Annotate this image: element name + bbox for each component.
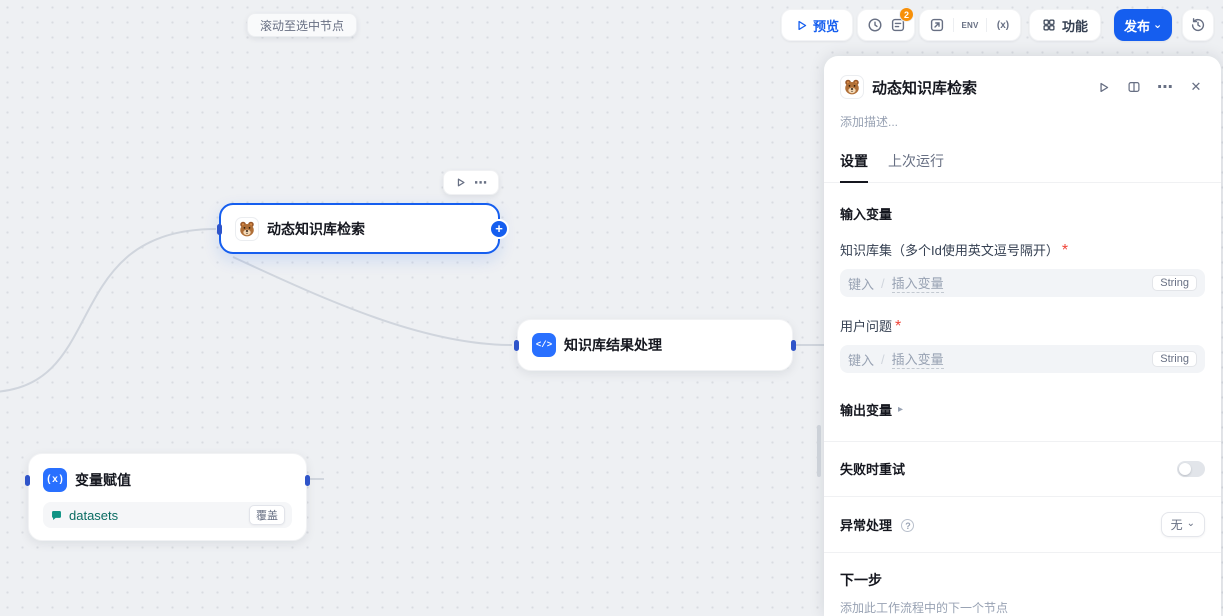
description-placeholder[interactable]: 添加描述...: [840, 115, 899, 129]
fx-label: (x): [996, 19, 1010, 31]
split-view-icon[interactable]: [1125, 78, 1143, 96]
node-assigner[interactable]: (x) 变量赋值 datasets 覆盖: [25, 453, 310, 541]
kb-input[interactable]: 键入 / 插入变量 String: [840, 269, 1205, 297]
input-vars-title: 输入变量: [840, 207, 893, 222]
type-badge[interactable]: String: [1152, 275, 1197, 291]
env-icon[interactable]: ENV: [958, 13, 982, 37]
panel-resize-grip[interactable]: [817, 425, 821, 477]
field-kb-label: 知识库集（多个Id使用英文逗号隔开）: [840, 243, 1059, 258]
panel-title: 动态知识库检索: [872, 79, 978, 97]
publish-button[interactable]: 发布 ⌄: [1114, 9, 1173, 41]
output-vars-row[interactable]: 输出变量 ▸: [840, 400, 1205, 419]
checklist-badge: 2: [899, 7, 914, 22]
node-more-icon[interactable]: ⋯: [474, 174, 487, 190]
node-config-panel: 动态知识库检索 ⋯ ✕ 添加描述... 设置 上次运行 输入变量: [824, 56, 1221, 616]
checklist-icon[interactable]: 2: [886, 7, 914, 37]
error-strategy-select[interactable]: 无 ⌄: [1160, 512, 1205, 537]
toolbar-status-group: 2: [857, 7, 915, 41]
error-row: 异常处理 ? 无 ⌄: [840, 512, 1205, 537]
inspect-icon[interactable]: [925, 13, 949, 37]
field-q-label-row: 用户问题*: [840, 316, 1205, 336]
toolbar-run-group: 预览: [781, 9, 854, 41]
insert-variable-link[interactable]: 插入变量: [891, 273, 944, 293]
output-handle[interactable]: [791, 340, 796, 351]
input-hint-type: 键入: [848, 352, 875, 368]
preview-button[interactable]: 预览: [787, 12, 847, 38]
divider: [824, 441, 1221, 442]
retry-title: 失败时重试: [840, 462, 906, 477]
input-handle[interactable]: [217, 224, 222, 235]
error-title: 异常处理: [840, 517, 893, 533]
field-kb-label-row: 知识库集（多个Id使用英文逗号隔开）*: [840, 240, 1205, 260]
close-icon[interactable]: ✕: [1190, 79, 1202, 94]
input-hint-sep: /: [881, 275, 885, 291]
run-history-icon[interactable]: [863, 13, 886, 37]
play-icon: [795, 19, 808, 32]
scroll-to-node-tooltip: 滚动至选中节点: [247, 13, 358, 37]
question-input[interactable]: 键入 / 插入变量 String: [840, 345, 1205, 373]
edge-retrieval-to-code: [232, 256, 513, 346]
add-next-node-button[interactable]: +: [489, 218, 509, 239]
more-icon[interactable]: ⋯: [1157, 79, 1173, 96]
features-label: 功能: [1062, 18, 1089, 34]
toggle-knob: [1179, 462, 1191, 475]
divider: [824, 552, 1221, 553]
node-title: 知识库结果处理: [564, 337, 662, 353]
history-icon: [1190, 17, 1206, 33]
node-title: 变量赋值: [75, 472, 131, 488]
next-step-desc: 添加此工作流程中的下一个节点: [840, 601, 1009, 615]
preview-label: 预览: [813, 18, 840, 34]
type-badge[interactable]: String: [1152, 351, 1197, 367]
node-hover-toolbar: ⋯: [443, 170, 499, 195]
assigner-variable-row[interactable]: datasets 覆盖: [43, 502, 292, 528]
node-title: 动态知识库检索: [267, 220, 365, 237]
next-step-title: 下一步: [840, 572, 882, 588]
divider: [824, 496, 1221, 497]
conversation-variable-icon: [50, 509, 63, 522]
required-mark: *: [1061, 242, 1069, 259]
conversation-variable-icon[interactable]: (x): [991, 13, 1015, 37]
divider: [953, 18, 954, 32]
env-label: ENV: [961, 20, 979, 30]
panel-header: 动态知识库检索 ⋯ ✕: [840, 72, 1205, 102]
error-value: 无: [1170, 518, 1183, 532]
variable-name: datasets: [69, 507, 119, 523]
node-retrieval[interactable]: 动态知识库检索 +: [217, 203, 509, 254]
required-mark: *: [895, 318, 902, 335]
retry-row: 失败时重试: [840, 459, 1205, 478]
version-history-button[interactable]: [1182, 9, 1214, 41]
assigner-icon: (x): [43, 468, 67, 492]
node-code[interactable]: </> 知识库结果处理: [514, 319, 796, 371]
input-hint-type: 键入: [848, 276, 875, 292]
insert-variable-link[interactable]: 插入变量: [891, 349, 944, 369]
node-play-icon[interactable]: [455, 177, 466, 188]
field-q-label: 用户问题: [840, 319, 893, 334]
collapse-arrow-icon: ▸: [898, 404, 904, 415]
run-node-icon[interactable]: [1094, 78, 1112, 96]
tab-last-run[interactable]: 上次运行: [888, 153, 944, 169]
toolbar-vars-group: ENV (x): [919, 9, 1021, 41]
publish-label: 发布: [1124, 18, 1151, 34]
tab-settings[interactable]: 设置: [840, 145, 868, 183]
chevron-down-icon: ⌄: [1153, 18, 1163, 31]
edge-incoming: [0, 228, 217, 393]
features-button[interactable]: 功能: [1029, 9, 1102, 41]
input-handle[interactable]: [514, 340, 519, 351]
grid-icon: [1042, 18, 1056, 32]
panel-tabs: 设置 上次运行: [824, 145, 1221, 183]
output-vars-title: 输出变量: [840, 403, 893, 418]
chevron-down-icon: ⌄: [1186, 517, 1195, 529]
plus-icon: +: [495, 221, 503, 236]
bear-icon: [840, 75, 864, 99]
input-handle[interactable]: [25, 475, 30, 486]
tooltip-label: 滚动至选中节点: [260, 18, 345, 33]
input-hint-sep: /: [881, 351, 885, 367]
code-icon: </>: [532, 333, 556, 357]
retry-toggle[interactable]: [1177, 460, 1205, 477]
bear-icon: [235, 216, 259, 241]
help-icon: ?: [901, 519, 915, 532]
divider: [986, 18, 987, 32]
write-mode-badge: 覆盖: [249, 505, 285, 525]
output-handle[interactable]: [305, 475, 310, 486]
